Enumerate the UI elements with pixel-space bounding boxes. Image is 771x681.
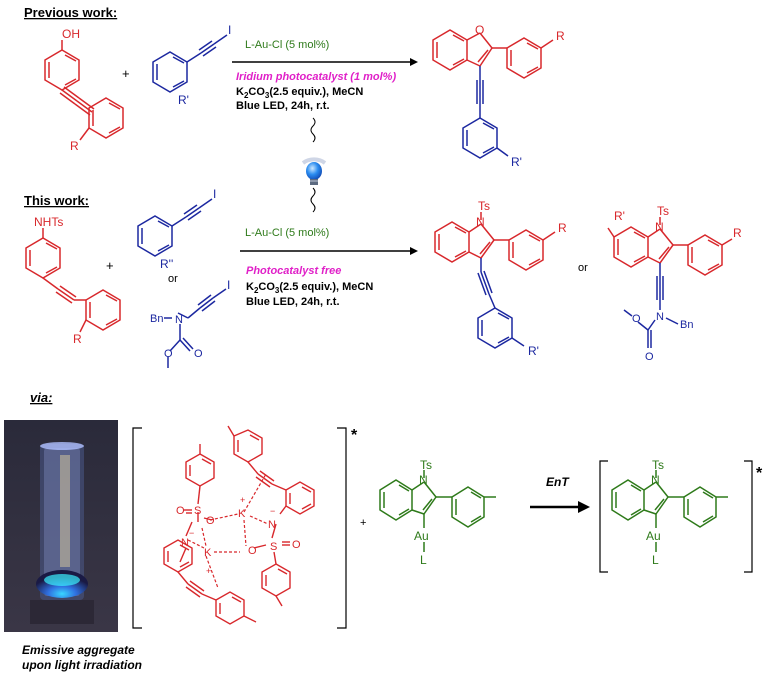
potassium-k-lower-charge: + xyxy=(206,566,211,576)
middle-reaction-arrowhead xyxy=(410,247,418,255)
aggregate-bracket xyxy=(132,427,347,629)
substituent-rprime-product1: R' xyxy=(528,344,539,358)
plus-sign-top: + xyxy=(122,66,130,81)
photo-caption-line1: Emissive aggregate xyxy=(22,643,135,657)
nhts-label: NHTs xyxy=(34,215,63,229)
alkynylaniline-reactant xyxy=(25,228,121,333)
alkynyl-aryl-product1 xyxy=(477,258,525,349)
carbamate-oxygen-2: O xyxy=(194,348,203,360)
amide-n-left-charge: − xyxy=(189,528,194,538)
potassium-k-upper: K xyxy=(238,508,246,520)
benzyl-label-reactant: Bn xyxy=(150,313,163,325)
iodoalkyne-reactant-top xyxy=(152,34,228,93)
ts-label-product2: Ts xyxy=(657,204,669,218)
top-base-solvent: K2CO3(2.5 equiv.), MeCN xyxy=(236,86,363,100)
rprime-label-product2: R' xyxy=(614,209,625,223)
excited-indolyl-gold-complex xyxy=(611,470,728,552)
ent-arrowhead xyxy=(578,501,590,513)
middle-base-solvent: K2CO3(2.5 equiv.), MeCN xyxy=(246,281,373,295)
plus-sign-bottom: + xyxy=(360,517,366,529)
iodine-label-middle: I xyxy=(213,187,216,201)
substituent-rprime-top: R' xyxy=(178,93,189,107)
top-reaction-arrowhead xyxy=(410,58,418,66)
photo-caption-line2: upon light irradiation xyxy=(22,658,142,672)
substituent-r-product-top: R xyxy=(556,29,565,43)
substituent-r-aniline: R xyxy=(73,332,82,346)
sulfonyl-s-left: S xyxy=(194,505,201,517)
indole-n-gold: N xyxy=(419,473,428,487)
benzyl-label-product2: Bn xyxy=(680,319,693,331)
wavy-line-upper xyxy=(310,117,316,143)
iodine-label-top: I xyxy=(228,23,231,37)
alkynyl-aryl-top xyxy=(462,66,509,159)
hydroxyl-label: OH xyxy=(62,27,80,41)
substituent-rdoubleprime: R'' xyxy=(160,257,173,271)
or-label-products: or xyxy=(578,262,588,274)
indole-n-excited: N xyxy=(651,473,660,487)
middle-light-conditions: Blue LED, 24h, r.t. xyxy=(246,296,340,308)
middle-photocatalyst: Photocatalyst free xyxy=(246,265,341,277)
benzofuran-oxygen: O xyxy=(475,23,484,37)
ligand-label-excited: L xyxy=(652,553,659,567)
excited-complex-bracket xyxy=(599,460,753,573)
sulfonyl-o-right-1: O xyxy=(248,545,257,557)
top-catalyst: L-Au-Cl (5 mol%) xyxy=(245,39,329,51)
potassium-k-upper-charge: + xyxy=(240,495,245,505)
ts-label-excited: Ts xyxy=(652,458,664,472)
sulfonyl-o-left-2: O xyxy=(206,515,215,527)
previous-work-heading: Previous work: xyxy=(24,5,117,20)
amide-n-left: N xyxy=(181,537,189,549)
indolyl-gold-complex xyxy=(379,470,496,552)
carbamate-oxygen-product2-b: O xyxy=(645,351,654,363)
substituent-r-product1: R xyxy=(558,221,567,235)
indole-product-aryl xyxy=(434,212,556,271)
sulfonyl-o-right-2: O xyxy=(292,539,301,551)
nitrogen-label-ynamide: N xyxy=(175,314,183,326)
this-work-heading: This work: xyxy=(24,193,89,208)
top-photocatalyst: Iridium photocatalyst (1 mol%) xyxy=(236,71,396,83)
sulfonyl-o-left-1: O xyxy=(176,505,185,517)
excited-star-complex: * xyxy=(756,465,763,482)
sulfonyl-s-right: S xyxy=(270,541,277,553)
top-light-conditions: Blue LED, 24h, r.t. xyxy=(236,100,330,112)
emissive-vial-photo xyxy=(4,420,118,632)
substituent-r-product2: R xyxy=(733,226,742,240)
via-heading: via: xyxy=(30,390,52,405)
ts-label-product1: Ts xyxy=(478,199,490,213)
ynamide-iodo-reactant xyxy=(164,288,227,368)
indole-nitrogen-product1: N xyxy=(476,215,485,229)
au-label-excited: Au xyxy=(646,529,661,543)
iodoalkyne-reactant-middle xyxy=(137,198,213,257)
amide-n-right-charge: − xyxy=(270,506,275,516)
middle-catalyst: L-Au-Cl (5 mol%) xyxy=(245,227,329,239)
excited-star-aggregate: * xyxy=(351,427,358,444)
energy-transfer-label: EnT xyxy=(546,475,570,489)
coordination-dashes xyxy=(187,473,269,589)
plus-sign-middle: + xyxy=(106,258,114,273)
indole-nitrogen-product2: N xyxy=(655,220,664,234)
au-label-gold: Au xyxy=(414,529,429,543)
iodine-label-ynamide: I xyxy=(227,278,230,292)
potassium-k-lower: K xyxy=(204,547,212,559)
substituent-r-phenol: R xyxy=(70,139,79,153)
potassium-aggregate-structure xyxy=(163,425,315,625)
substituent-rprime-product-top: R' xyxy=(511,155,522,169)
or-label-reactants: or xyxy=(168,273,178,285)
ts-label-gold: Ts xyxy=(420,458,432,472)
carbamate-oxygen-product2-a: O xyxy=(632,313,641,325)
ligand-label-gold: L xyxy=(420,553,427,567)
alkynylphenol-reactant xyxy=(44,40,124,141)
benzofuran-product xyxy=(432,29,554,79)
wavy-line-lower xyxy=(310,187,316,213)
carbamate-oxygen-1: O xyxy=(164,348,173,360)
amide-n-right: N xyxy=(268,519,276,531)
ynamide-group-product2 xyxy=(623,263,679,348)
nitrogen-label-product2: N xyxy=(656,311,664,323)
indole-product-ynamide xyxy=(607,217,733,276)
light-bulb-icon xyxy=(301,157,327,185)
